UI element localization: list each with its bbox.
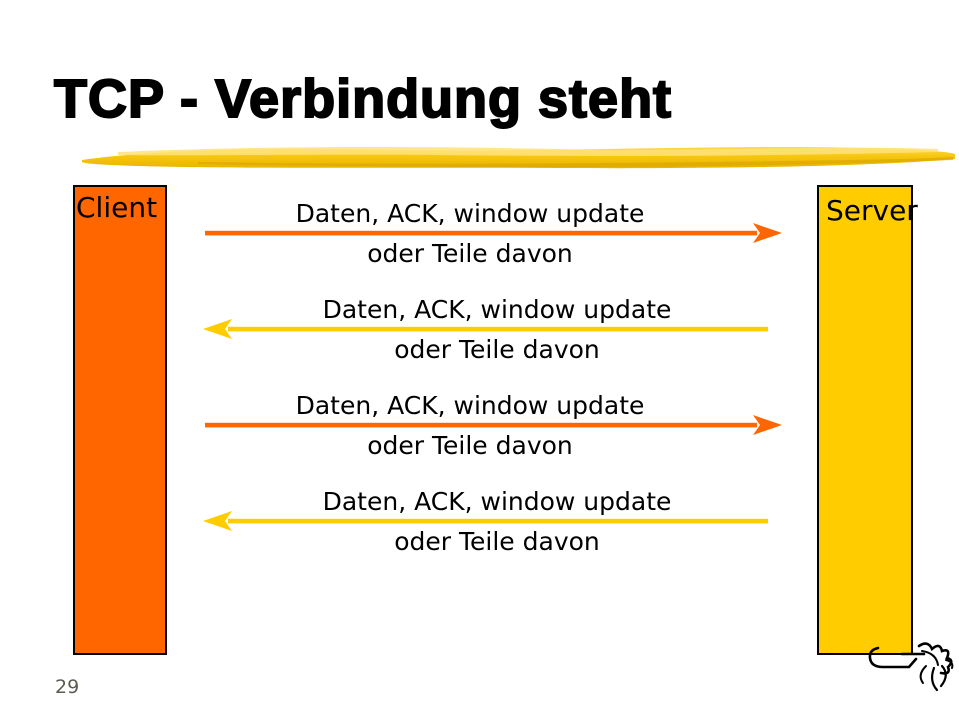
arrow-server-to-client-1 — [203, 319, 768, 339]
server-label: Server — [826, 194, 918, 227]
message-3-line1: Daten, ACK, window update — [295, 391, 645, 420]
message-1-line1: Daten, ACK, window update — [295, 199, 645, 228]
arrow-server-to-client-2 — [203, 511, 768, 531]
server-box: Server — [817, 185, 918, 655]
message-3-line2: oder Teile davon — [367, 431, 573, 460]
message-2-line1: Daten, ACK, window update — [322, 295, 672, 324]
message-2-line2: oder Teile davon — [394, 335, 600, 364]
message-4-line1: Daten, ACK, window update — [322, 487, 672, 516]
client-box: Client — [73, 185, 167, 655]
client-label: Client — [76, 191, 158, 224]
signature-doodle-icon — [868, 642, 954, 692]
arrow-client-to-server-2 — [205, 415, 782, 435]
message-1-line2: oder Teile davon — [367, 239, 573, 268]
message-4-line2: oder Teile davon — [394, 527, 600, 556]
brush-stroke-underline — [82, 146, 955, 169]
arrow-client-to-server-1 — [205, 223, 782, 243]
page-title: TCP - Verbindung steht — [53, 68, 673, 130]
page-number: 29 — [55, 676, 80, 698]
